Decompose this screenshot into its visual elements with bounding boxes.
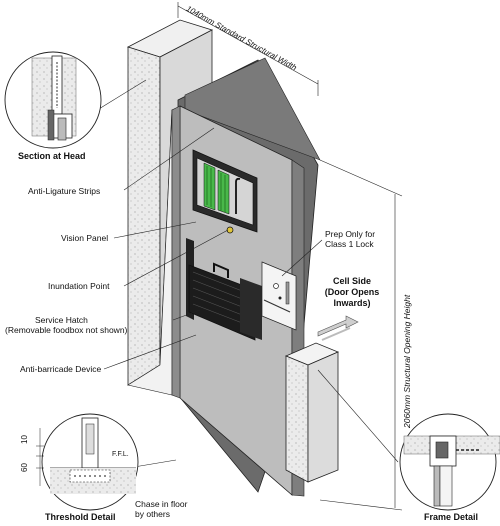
dim-60-label: 60 <box>20 463 29 472</box>
section-at-head-detail <box>4 51 102 149</box>
ffl-label: F.F.L. <box>112 451 129 458</box>
threshold-detail-title: Threshold Detail <box>45 512 116 522</box>
inundation-point-label: Inundation Point <box>48 281 110 291</box>
section-at-head-title: Section at Head <box>18 151 86 161</box>
cell-side-arrow <box>317 315 359 341</box>
cell-side-note-line2: Inwards) <box>333 298 371 308</box>
cell-side-title: Cell Side <box>332 276 371 286</box>
chase-label-line2: by others <box>135 509 170 519</box>
height-dimension-label: 2060mm Structural Opening Height <box>402 294 412 428</box>
cell-side-note-line1: (Door Opens <box>324 287 380 297</box>
threshold-detail-diagram <box>36 413 139 511</box>
dimension-lines <box>177 2 403 511</box>
prep-lock-label-line2: Class 1 Lock <box>325 239 374 249</box>
chase-label-line1: Chase in floor <box>135 499 188 509</box>
vision-panel-label: Vision Panel <box>61 233 109 243</box>
prep-lock-label-line1: Prep Only for <box>325 229 376 239</box>
anti-ligature-strips-label: Anti-Ligature Strips <box>28 186 101 196</box>
frame-detail-title: Frame Detail <box>424 512 479 522</box>
service-hatch <box>186 238 262 341</box>
leader-lines <box>89 79 399 483</box>
anti-barricade-label: Anti-barricade Device <box>20 364 102 374</box>
vision-panel <box>192 149 258 234</box>
service-hatch-label: Service Hatch <box>35 315 88 325</box>
frame-detail-diagram <box>399 413 500 511</box>
right-jamb <box>284 342 340 483</box>
service-hatch-note: (Removable foodbox not shown) <box>5 325 128 335</box>
dim-10-label: 10 <box>20 435 29 444</box>
lock-prep-plate <box>261 261 297 331</box>
inundation-point-marker <box>226 226 234 234</box>
